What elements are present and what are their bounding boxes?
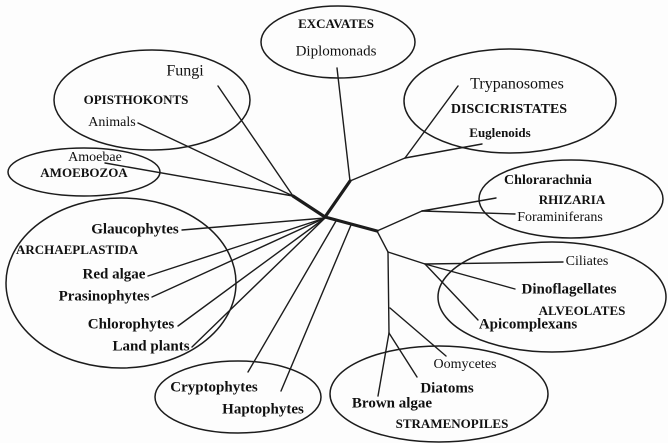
taxon-label-excavates: EXCAVATES <box>298 16 374 31</box>
tree-branch <box>181 217 326 231</box>
tree-branch <box>177 217 326 327</box>
tree-branch <box>421 197 497 212</box>
tree-branch <box>387 251 390 334</box>
taxon-label-red-algae: Red algae <box>83 266 146 282</box>
tree-branch <box>421 210 516 215</box>
tree-backbone-branch <box>323 179 352 219</box>
tree-branch <box>404 85 459 159</box>
tree-branch <box>376 230 389 253</box>
taxon-label-opisthokonts: OPISTHOKONTS <box>84 92 189 107</box>
taxon-label-glaucophytes: Glaucophytes <box>91 221 179 237</box>
group-ellipse-alveolates <box>437 241 667 353</box>
taxon-label-oomycetes: Oomycetes <box>434 357 497 372</box>
tree-branch <box>349 157 406 182</box>
taxon-label-trypanosomes: Trypanosomes <box>470 76 564 93</box>
taxon-label-foraminiferans: Foraminiferans <box>517 210 603 225</box>
taxon-label-apicomplexans: Apicomplexans <box>479 316 578 332</box>
taxon-label-chlorophytes: Chlorophytes <box>88 316 175 332</box>
tree-branch <box>404 143 483 159</box>
tree-branch <box>151 217 326 298</box>
tree-branch <box>191 217 326 348</box>
tree-branch <box>147 217 326 277</box>
taxon-label-cryptophytes: Cryptophytes <box>170 379 258 395</box>
taxon-label-brown-algae: Brown algae <box>352 395 432 411</box>
taxon-label-euglenoids: Euglenoids <box>469 125 530 140</box>
tree-branch <box>388 332 418 378</box>
group-ellipse-discicristates <box>403 48 617 154</box>
taxon-label-ciliates: Ciliates <box>566 254 609 269</box>
tree-branch <box>247 220 337 373</box>
taxon-label-diatoms: Diatoms <box>420 380 473 396</box>
tree-backbone-branch <box>291 194 327 219</box>
taxon-label-haptophytes: Haptophytes <box>222 401 304 417</box>
taxon-label-animals: Animals <box>88 115 135 130</box>
group-ellipse-opisthokonts <box>53 49 251 151</box>
taxon-label-diplomonads: Diplomonads <box>296 43 377 59</box>
tree-branch <box>387 251 426 265</box>
group-ellipse-rhizaria <box>478 159 664 239</box>
group-ellipse-stramenopiles <box>329 345 549 443</box>
tree-branch <box>336 67 351 182</box>
tree-branch <box>424 261 564 265</box>
tree-branch <box>424 263 516 290</box>
taxon-label-alveolates: ALVEOLATES <box>539 303 626 318</box>
tree-branch <box>280 224 352 392</box>
taxon-label-amoebae: Amoebae <box>68 150 122 165</box>
tree-branch <box>424 263 479 321</box>
group-ellipse-cryptophytes-haptophytes <box>154 360 322 434</box>
taxon-label-fungi: Fungi <box>166 63 204 80</box>
tree-branch <box>389 307 447 357</box>
taxon-label-rhizaria: RHIZARIA <box>539 192 606 207</box>
tree-branch <box>104 162 294 197</box>
tree-branch <box>137 122 294 197</box>
taxon-label-prasinophytes: Prasinophytes <box>59 288 150 304</box>
tree-branch <box>217 85 294 197</box>
tree-backbone-branch <box>323 215 379 233</box>
taxon-label-amoebozoa: AMOEBOZOA <box>40 165 128 180</box>
taxon-label-dinoflagellates: Dinoflagellates <box>522 281 617 297</box>
tree-branch <box>376 210 423 232</box>
taxon-label-land-plants: Land plants <box>112 338 189 354</box>
taxon-label-archaeplastida: ARCHAEPLASTIDA <box>16 242 139 257</box>
taxon-label-discicristates: DISCICRISTATES <box>451 102 567 117</box>
tree-branch <box>377 332 390 397</box>
taxon-label-chlorarachnia: Chlorarachnia <box>504 173 592 188</box>
taxon-label-stramenopiles: STRAMENOPILES <box>396 416 509 431</box>
